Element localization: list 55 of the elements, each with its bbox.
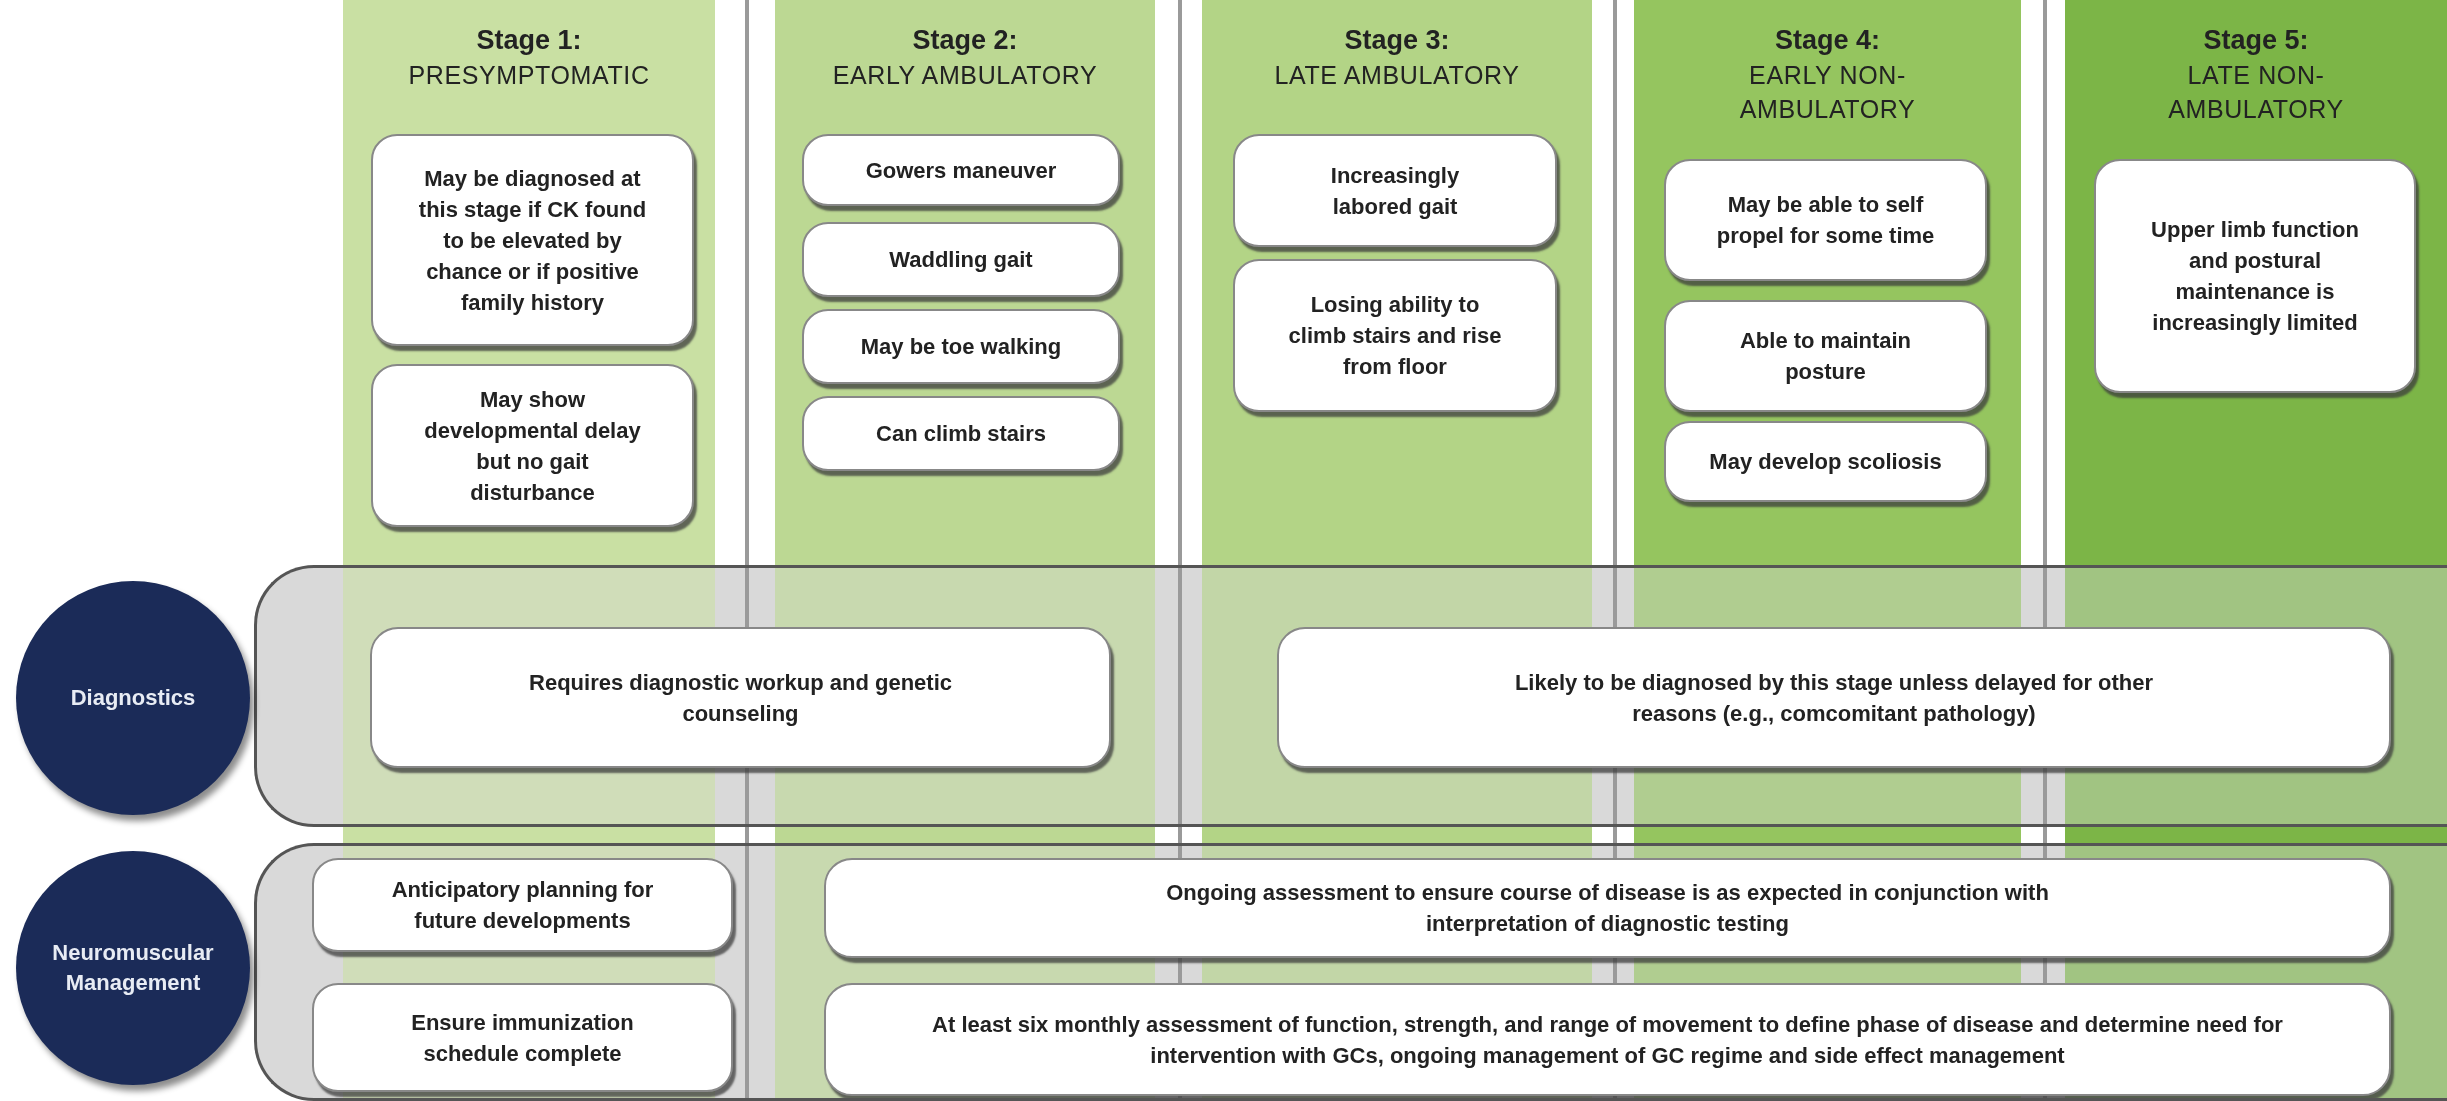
box-text: Likely to be diagnosed by this stage unless delayed for other reasons (e.g., comcomitant pathology) <box>1513 668 2155 728</box>
box-text: Increasingly labored gait <box>1329 161 1461 221</box>
box-text: May show developmental delay but no gait disturbance <box>423 385 642 507</box>
text-box <box>824 858 2391 958</box>
box-text: Can climb stairs <box>876 420 1046 448</box>
box-text: Losing ability to climb stairs and rise from floor <box>1287 291 1503 381</box>
box-text: May develop scoliosis <box>1709 448 1942 476</box>
text-box <box>802 309 1120 384</box>
stage-column <box>775 0 1155 565</box>
row-band <box>254 565 2447 827</box>
stage-column <box>2065 0 2447 565</box>
text-box <box>371 364 694 527</box>
stage-title: Stage 1: <box>476 24 582 57</box>
text-box <box>802 222 1120 297</box>
stage-column <box>343 0 715 565</box>
stage-name: LATE NON-AMBULATORY <box>2167 60 2345 125</box>
text-box <box>1233 259 1557 412</box>
text-box <box>1277 627 2391 768</box>
box-text: Anticipatory planning for future developments <box>390 876 655 935</box>
box-text: Requires diagnostic workup and genetic counseling <box>528 668 953 728</box>
stage-title: Stage 3: <box>1344 24 1450 57</box>
text-box <box>370 627 1111 768</box>
text-box <box>312 858 733 952</box>
box-text: Waddling gait <box>889 246 1033 274</box>
box-text: At least six monthly assessment of function, strength, and range of movement to define phase of disease and determine need for intervention with GCs, ongoing management of GC regime and side effect management <box>931 1010 2284 1070</box>
stage-name: LATE AMBULATORY <box>1274 60 1520 91</box>
stage-column <box>1634 0 2021 565</box>
stage-name: EARLY NON-AMBULATORY <box>1738 60 1917 125</box>
stage-name: PRESYMPTOMATIC <box>408 60 650 91</box>
stage-title: Stage 2: <box>912 24 1018 57</box>
text-box <box>312 983 733 1092</box>
text-box <box>824 983 2391 1096</box>
stage-name: EARLY AMBULATORY <box>832 60 1098 91</box>
box-text: Upper limb function and postural maintenance is increasingly limited <box>2150 216 2360 337</box>
box-text: Gowers maneuver <box>865 156 1057 185</box>
stage-title: Stage 5: <box>2203 24 2309 57</box>
text-box <box>371 134 694 346</box>
category-label: Neuromuscular Management <box>51 939 215 997</box>
text-box <box>802 134 1120 206</box>
box-text: Ensure immunization schedule complete <box>410 1008 635 1068</box>
box-text: May be toe walking <box>860 333 1062 361</box>
text-box <box>1664 159 1987 281</box>
stage-column <box>1202 0 1592 565</box>
text-box <box>2094 159 2416 393</box>
stage-title: Stage 4: <box>1774 24 1880 57</box>
text-box <box>802 396 1120 471</box>
row-band <box>254 843 2447 1101</box>
category-label: Diagnostics <box>70 684 196 712</box>
box-text: May be diagnosed at this stage if CK found to be elevated by chance or if positive family history <box>417 164 648 317</box>
text-box <box>1233 134 1557 247</box>
box-text: May be able to self propel for some time <box>1715 191 1936 250</box>
box-text: Able to maintain posture <box>1738 327 1913 386</box>
text-box <box>1664 421 1987 502</box>
text-box <box>1664 300 1987 412</box>
box-text: Ongoing assessment to ensure course of disease is as expected in conjunction with interpretation of diagnostic testing <box>1165 879 2050 938</box>
